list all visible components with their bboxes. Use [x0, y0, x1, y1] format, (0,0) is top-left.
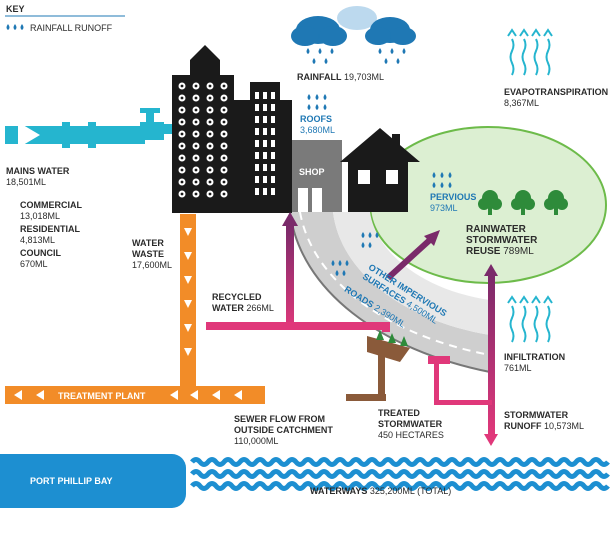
key-title: KEY [6, 4, 25, 14]
house-icon [340, 128, 420, 212]
port-phillip-bay-label: PORT PHILLIP BAY [30, 476, 113, 486]
rain-cloud-icon [291, 6, 416, 64]
treatment-plant-pipe [5, 386, 265, 404]
shop-label: SHOP [299, 167, 325, 177]
infiltration-arrows-icon [507, 295, 553, 343]
key-panel [5, 15, 125, 30]
treatment-plant-label: TREATMENT PLANT [58, 391, 146, 401]
raindrop-icon [6, 24, 24, 30]
other-impervious-band [333, 212, 490, 335]
recycled-water-pipe [206, 212, 390, 332]
shop-building [292, 140, 342, 212]
waterways-label: WATERWAYS 325,200ML (TOTAL) [310, 486, 452, 496]
water-waste-pipe [180, 214, 196, 386]
treated-stormwater [346, 330, 492, 405]
evapotranspiration-arrows-icon [507, 28, 553, 76]
waterways [0, 454, 610, 508]
raindrop-icon [307, 94, 327, 110]
key-rainfall-runoff: RAINFALL RUNOFF [30, 23, 113, 33]
raindrop-icon [331, 232, 379, 276]
rainfall-label: RAINFALL 19,703ML [297, 72, 385, 82]
building-windows [178, 82, 275, 198]
raindrop-icon [432, 172, 452, 188]
tree-icon [478, 190, 568, 215]
stormwater-runoff-arrow [484, 264, 498, 446]
reuse-arrow [385, 230, 440, 281]
mains-water-pipe [5, 122, 145, 148]
